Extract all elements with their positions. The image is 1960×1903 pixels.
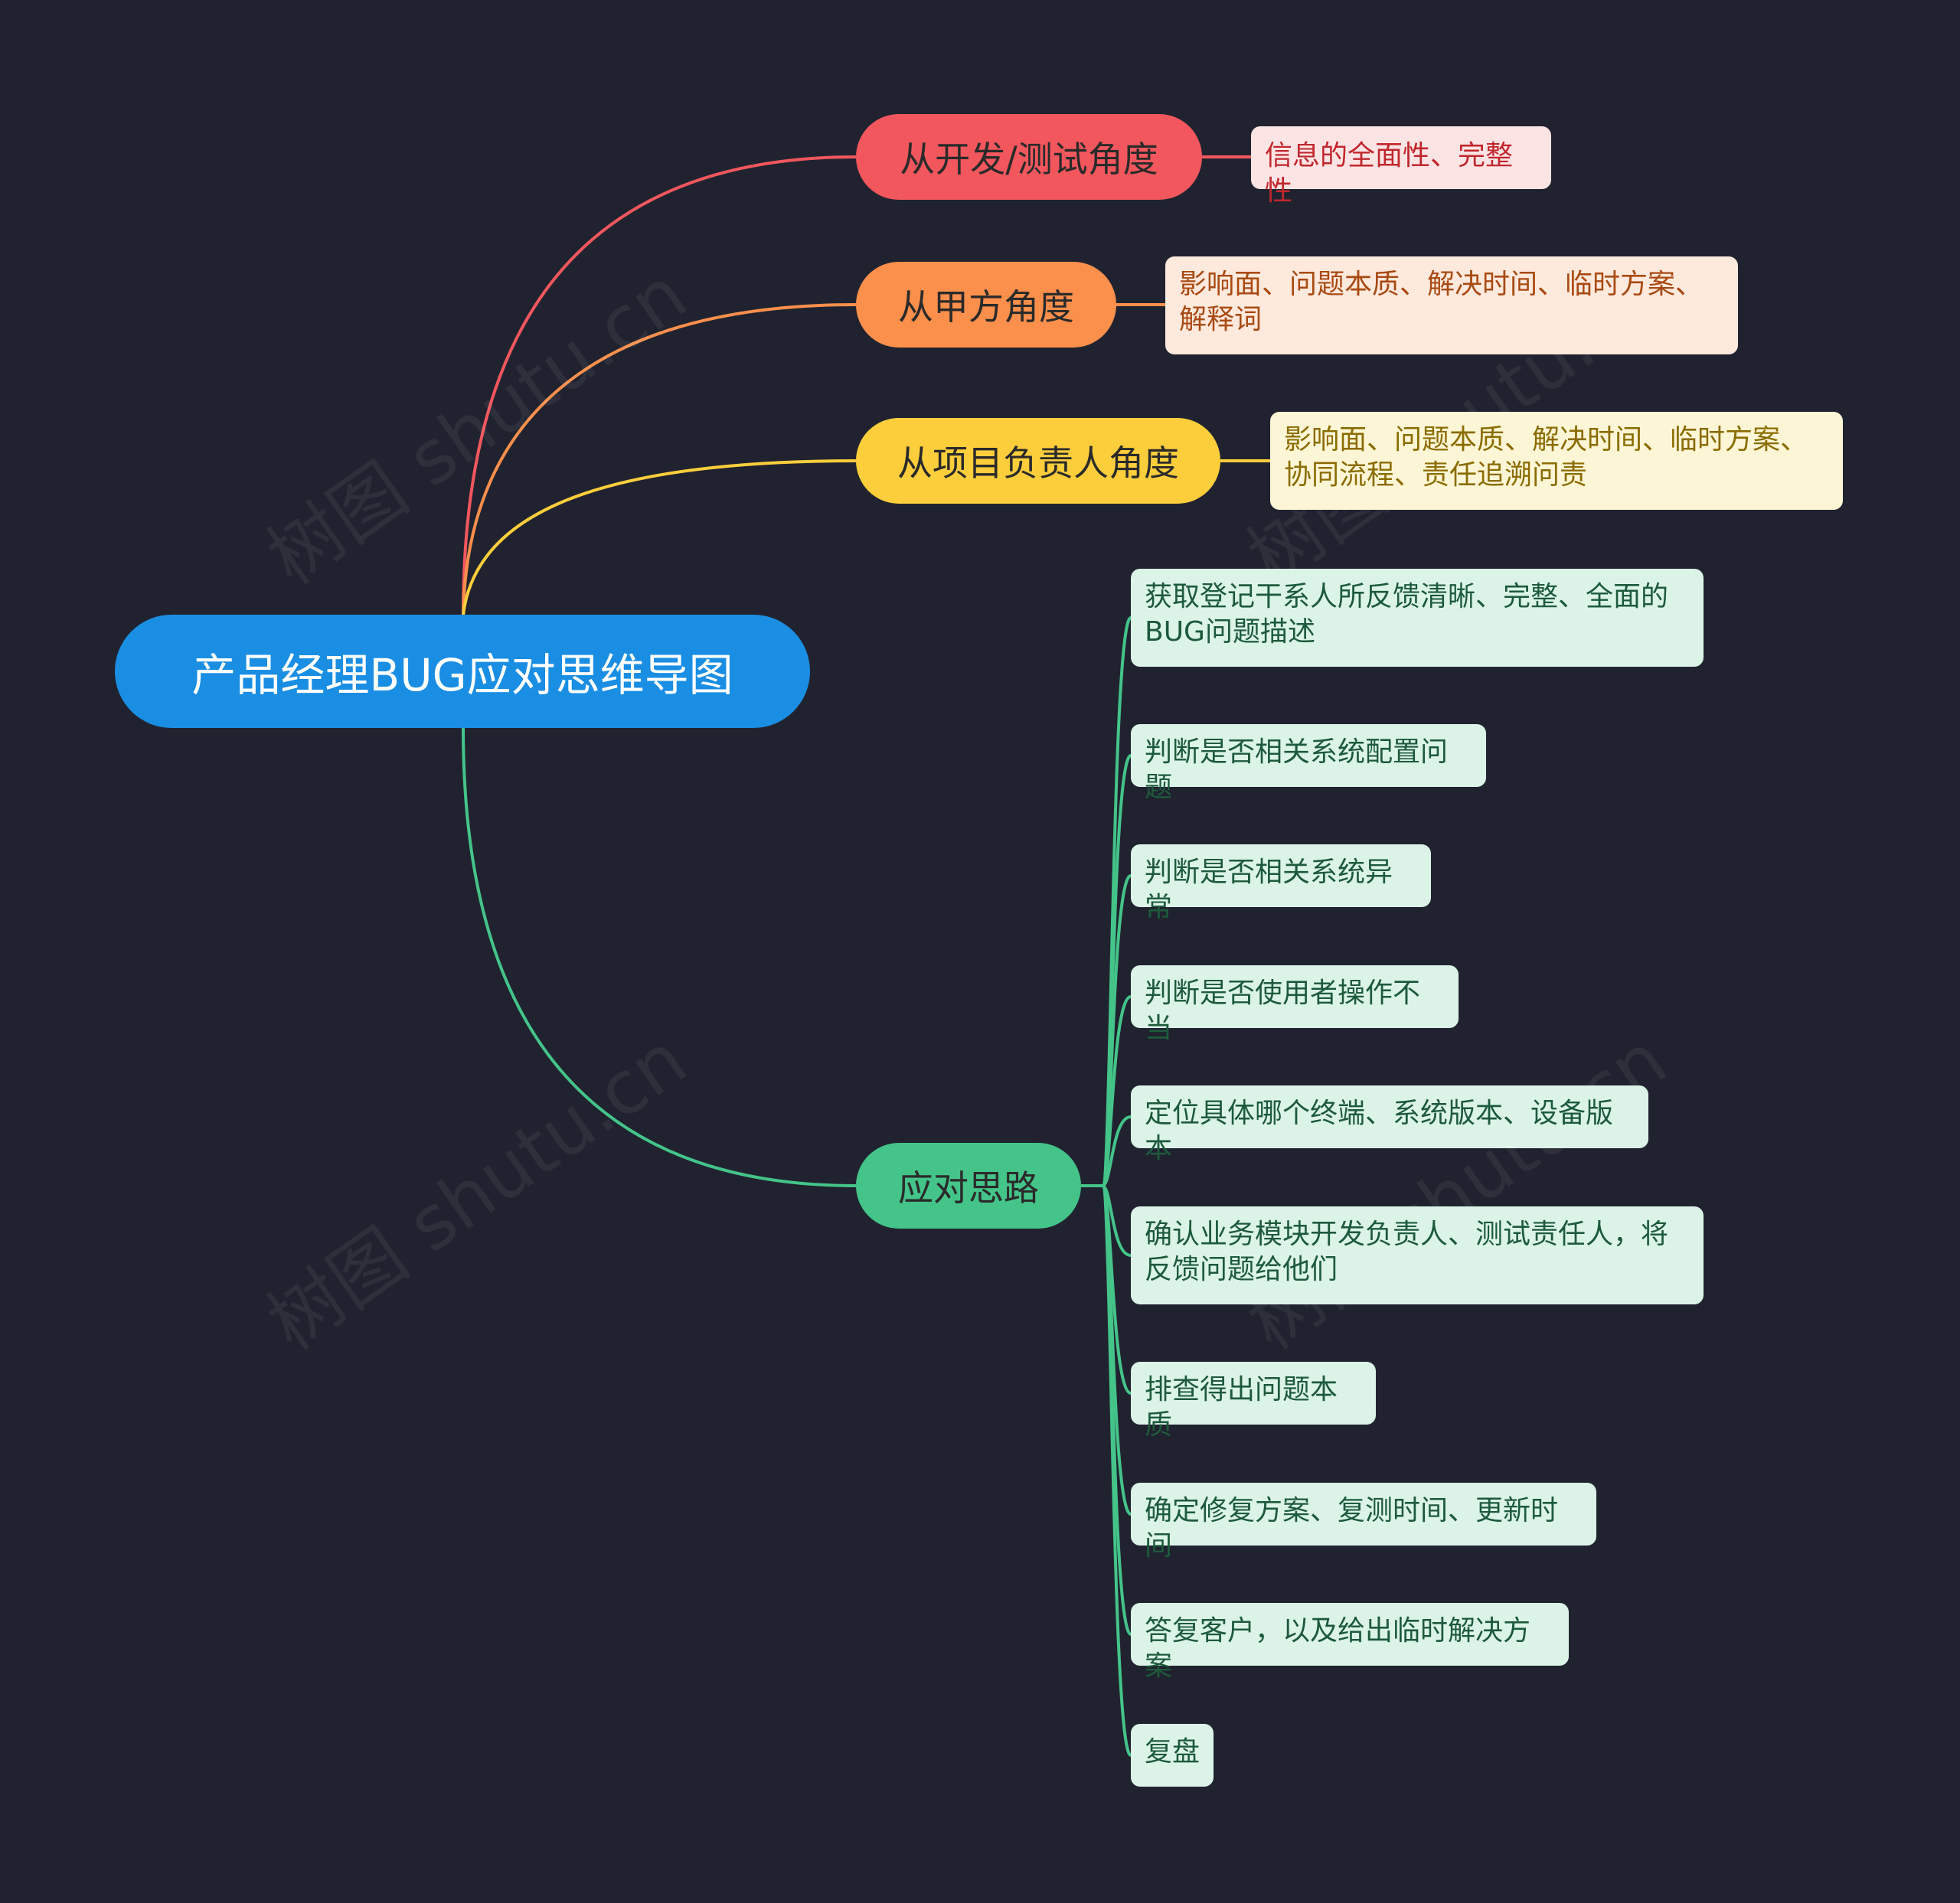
leaf-response-step[interactable]: 获取登记干系人所反馈清晰、完整、全面的BUG问题描述 — [1131, 569, 1704, 667]
leaf-response-step[interactable]: 排查得出问题本质 — [1131, 1362, 1376, 1441]
root-topic[interactable]: 产品经理BUG应对思维导图 — [115, 615, 810, 728]
link-response-step — [1081, 1184, 1132, 1757]
branch-dev-test-perspective[interactable]: 从开发/测试角度 — [856, 114, 1202, 200]
leaf-response-step[interactable]: 答复客户，以及给出临时解决方案 — [1131, 1603, 1569, 1682]
branch-response-approach[interactable]: 应对思路 — [856, 1143, 1081, 1229]
response-links — [1081, 616, 1132, 1757]
leaf-dev-info-completeness[interactable]: 信息的全面性、完整性 — [1251, 126, 1551, 207]
leaf-response-step[interactable]: 判断是否相关系统异常 — [1131, 844, 1431, 923]
branch-client-perspective[interactable]: 从甲方角度 — [856, 262, 1116, 348]
leaf-response-step[interactable]: 复盘 — [1131, 1724, 1214, 1787]
leaf-response-step[interactable]: 判断是否使用者操作不当 — [1131, 965, 1459, 1044]
branch-project-lead-perspective[interactable]: 从项目负责人角度 — [856, 418, 1220, 504]
leaf-response-step[interactable]: 确定修复方案、复测时间、更新时间 — [1131, 1483, 1596, 1562]
link-root-pm — [462, 459, 857, 615]
leaf-response-step[interactable]: 确认业务模块开发负责人、测试责任人，将反馈问题给他们 — [1131, 1206, 1704, 1304]
link-root-resp — [462, 727, 857, 1187]
leaf-response-step[interactable]: 判断是否相关系统配置问题 — [1131, 724, 1486, 803]
link-root-dev — [462, 155, 857, 615]
link-root-party — [462, 303, 857, 615]
leaf-project-lead-concerns[interactable]: 影响面、问题本质、解决时间、临时方案、协同流程、责任追溯问责 — [1270, 412, 1843, 510]
leaf-response-step[interactable]: 定位具体哪个终端、系统版本、设备版本 — [1131, 1085, 1648, 1164]
leaf-client-concerns[interactable]: 影响面、问题本质、解决时间、临时方案、解释词 — [1165, 256, 1738, 354]
